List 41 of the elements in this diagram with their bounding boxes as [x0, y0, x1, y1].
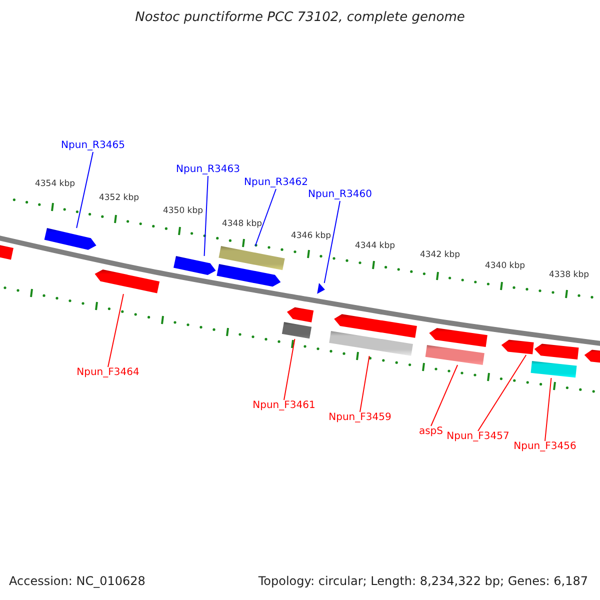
gene-feature [425, 327, 488, 365]
scale-label: 4348 kbp [220, 219, 264, 230]
gene-feature [530, 343, 579, 378]
gene-label: Npun_F3457 [446, 431, 510, 443]
gene-label: Npun_F3464 [76, 367, 140, 379]
leader-line [544, 378, 552, 442]
gene-feature [216, 246, 285, 287]
leader-line [108, 294, 124, 368]
diagram-title: Nostoc punctiforme PCC 73102, complete genome [134, 10, 466, 25]
gene-label: Npun_R3465 [61, 140, 125, 152]
scale-label: 4354 kbp [34, 179, 76, 190]
gene-label: Npun_R3460 [308, 189, 372, 201]
gene-label: Npun_R3462 [244, 177, 308, 189]
gene-label: Npun_F3456 [514, 441, 576, 453]
scale-label: 4340 kbp [484, 261, 526, 272]
gene-feature [317, 283, 325, 294]
leader-line [360, 356, 370, 412]
leader-line [324, 200, 340, 284]
gene-label: Npun_F3461 [252, 400, 316, 412]
gene-feature [281, 307, 314, 339]
scale-label: 4350 kbp [162, 206, 204, 217]
gene-feature [501, 339, 534, 355]
gene-label: Npun_R3463 [176, 164, 240, 176]
footer-text: Accession: NC_010628 [9, 574, 146, 588]
scale-label: 4338 kbp [548, 270, 590, 281]
gene-feature [94, 269, 160, 294]
leader-line [284, 338, 296, 400]
leader-line [254, 188, 276, 246]
gene-label: aspS [418, 426, 444, 438]
leader-line [478, 354, 527, 432]
leader-line [430, 364, 458, 426]
gene-feature [44, 228, 97, 250]
scale-label: 4342 kbp [418, 250, 462, 261]
footer-text: Topology: circular; Length: 8,234,322 bp; Genes: 6,187 [258, 574, 588, 588]
gene-feature [329, 314, 417, 356]
gene-label: Npun_F3459 [328, 412, 392, 424]
gene-feature [173, 256, 216, 276]
leader-line [204, 176, 208, 256]
scale-label: 4346 kbp [290, 231, 332, 242]
scale-label: 4344 kbp [354, 241, 396, 252]
scale-label: 4352 kbp [98, 193, 140, 204]
